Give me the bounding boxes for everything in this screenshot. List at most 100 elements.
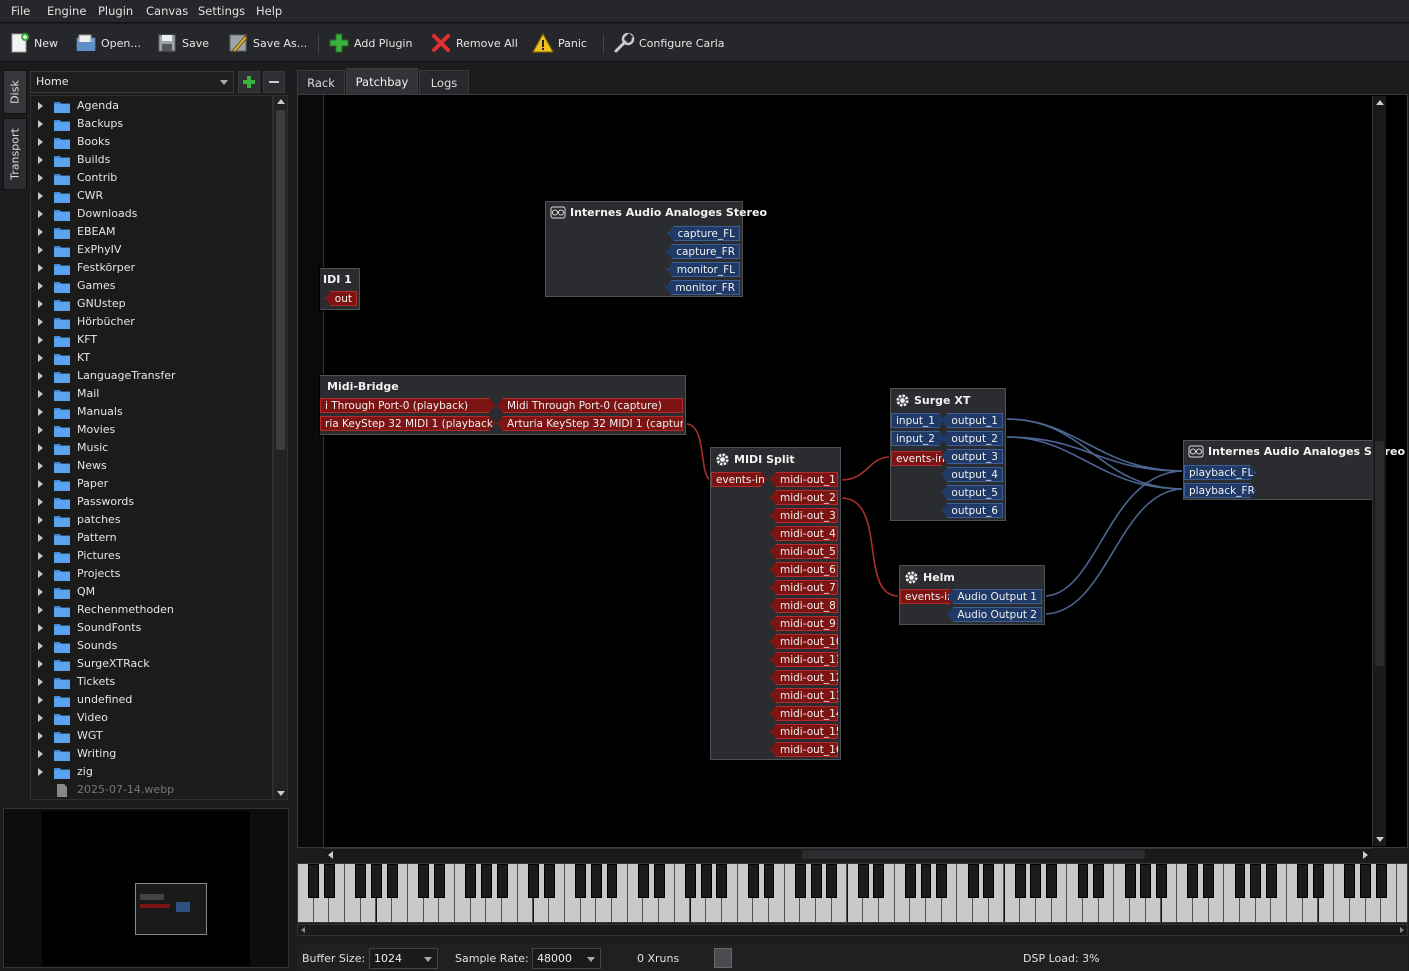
- expand-arrow-icon[interactable]: [38, 678, 43, 686]
- port-playback-fl[interactable]: playback_FL: [1184, 465, 1256, 480]
- expand-arrow-icon[interactable]: [38, 750, 43, 758]
- port-split-out[interactable]: midi-out_16: [770, 742, 838, 757]
- scroll-thumb[interactable]: [1375, 441, 1384, 666]
- port-split-out[interactable]: midi-out_11: [770, 652, 838, 667]
- folder-item[interactable]: LanguageTransfer: [31, 367, 272, 385]
- folder-item[interactable]: Books: [31, 133, 272, 151]
- expand-arrow-icon[interactable]: [38, 552, 43, 560]
- port-helm-out-1[interactable]: Audio Output 1: [947, 589, 1042, 604]
- expand-arrow-icon[interactable]: [38, 696, 43, 704]
- location-combo[interactable]: Home: [30, 71, 234, 93]
- surge-xt-node[interactable]: Surge XT input_1 input_2 events-in outpu…: [890, 388, 1006, 521]
- expand-arrow-icon[interactable]: [38, 570, 43, 578]
- expand-arrow-icon[interactable]: [38, 480, 43, 488]
- expand-arrow-icon[interactable]: [38, 534, 43, 542]
- port-surge-out[interactable]: output_2: [941, 431, 1003, 446]
- helm-node[interactable]: Helm events-in Audio Output 1 Audio Outp…: [899, 565, 1045, 625]
- black-key[interactable]: [1030, 864, 1042, 898]
- folder-item[interactable]: Pictures: [31, 547, 272, 565]
- expand-arrow-icon[interactable]: [38, 174, 43, 182]
- folder-item[interactable]: Downloads: [31, 205, 272, 223]
- playback-node[interactable]: Internes Audio Analoges Stereo playback_…: [1183, 440, 1405, 500]
- expand-arrow-icon[interactable]: [38, 354, 43, 362]
- black-key[interactable]: [1077, 864, 1089, 898]
- capture-node[interactable]: Internes Audio Analoges Stereo capture_F…: [545, 201, 767, 297]
- port-surge-input-2[interactable]: input_2: [891, 431, 945, 446]
- port-split-out[interactable]: midi-out_7: [770, 580, 838, 595]
- black-key[interactable]: [1203, 864, 1215, 898]
- port-surge-input-1[interactable]: input_1: [891, 413, 945, 428]
- tab-patchbay[interactable]: Patchbay: [346, 68, 418, 94]
- minimap-viewport[interactable]: [135, 883, 207, 935]
- black-key[interactable]: [433, 864, 445, 898]
- scroll-up-icon[interactable]: [1376, 100, 1384, 105]
- black-key[interactable]: [355, 864, 367, 898]
- folder-item[interactable]: SurgeXTRack: [31, 655, 272, 673]
- scroll-left-icon[interactable]: [301, 927, 305, 933]
- expand-arrow-icon[interactable]: [38, 300, 43, 308]
- folder-item[interactable]: Paper: [31, 475, 272, 493]
- new-button[interactable]: New: [8, 30, 58, 56]
- black-key[interactable]: [1360, 864, 1372, 898]
- port-bridge-out-1[interactable]: Midi Through Port-0 (capture): [497, 398, 683, 413]
- expand-arrow-icon[interactable]: [38, 444, 43, 452]
- port-playback-fr[interactable]: playback_FR: [1184, 483, 1256, 498]
- black-key[interactable]: [653, 864, 665, 898]
- port-surge-out[interactable]: output_1: [941, 413, 1003, 428]
- menu-engine[interactable]: Engine: [47, 4, 87, 18]
- scroll-right-icon[interactable]: [1400, 927, 1404, 933]
- expand-arrow-icon[interactable]: [38, 228, 43, 236]
- black-key[interactable]: [747, 864, 759, 898]
- black-key[interactable]: [543, 864, 555, 898]
- black-key[interactable]: [496, 864, 508, 898]
- expand-arrow-icon[interactable]: [38, 426, 43, 434]
- scroll-thumb[interactable]: [276, 110, 285, 450]
- black-key[interactable]: [1234, 864, 1246, 898]
- port-monitor-fl[interactable]: monitor_FL: [666, 262, 740, 277]
- expand-arrow-icon[interactable]: [38, 264, 43, 272]
- folder-item[interactable]: Writing: [31, 745, 272, 763]
- scroll-down-icon[interactable]: [1376, 837, 1384, 842]
- patchbay-minimap[interactable]: [3, 808, 289, 968]
- black-key[interactable]: [716, 864, 728, 898]
- scroll-left-icon[interactable]: [328, 851, 333, 859]
- folder-item[interactable]: GNUstep: [31, 295, 272, 313]
- canvas-vertical-scrollbar[interactable]: [1372, 96, 1386, 846]
- patchbay-canvas[interactable]: Internes Audio Analoges Stereo capture_F…: [297, 94, 1408, 848]
- tab-logs[interactable]: Logs: [419, 70, 469, 94]
- expand-arrow-icon[interactable]: [38, 462, 43, 470]
- folder-item[interactable]: Builds: [31, 151, 272, 169]
- expand-arrow-icon[interactable]: [38, 246, 43, 254]
- folder-item[interactable]: Tickets: [31, 673, 272, 691]
- folder-item[interactable]: undefined: [31, 691, 272, 709]
- folder-item[interactable]: patches: [31, 511, 272, 529]
- buffer-size-combo[interactable]: 1024: [369, 948, 438, 969]
- port-surge-out[interactable]: output_6: [941, 503, 1003, 518]
- folder-item[interactable]: CWR: [31, 187, 272, 205]
- black-key[interactable]: [606, 864, 618, 898]
- folder-item[interactable]: SoundFonts: [31, 619, 272, 637]
- piano-keyboard[interactable]: [297, 863, 1408, 923]
- black-key[interactable]: [528, 864, 539, 898]
- tree-scrollbar[interactable]: [273, 95, 288, 800]
- black-key[interactable]: [1187, 864, 1199, 898]
- folder-item[interactable]: Contrib: [31, 169, 272, 187]
- port-split-out[interactable]: midi-out_12: [770, 670, 838, 685]
- folder-item[interactable]: EBEAM: [31, 223, 272, 241]
- black-key[interactable]: [480, 864, 492, 898]
- folder-item[interactable]: Festkörper: [31, 259, 272, 277]
- port-helm-events-in[interactable]: events-in: [900, 589, 956, 604]
- black-key[interactable]: [323, 864, 335, 898]
- black-key[interactable]: [1124, 864, 1136, 898]
- menu-canvas[interactable]: Canvas: [146, 4, 189, 18]
- expand-arrow-icon[interactable]: [38, 282, 43, 290]
- folder-item[interactable]: Agenda: [31, 97, 272, 115]
- black-key[interactable]: [873, 864, 885, 898]
- folder-item[interactable]: KT: [31, 349, 272, 367]
- port-split-out[interactable]: midi-out_14: [770, 706, 838, 721]
- black-key[interactable]: [371, 864, 382, 898]
- folder-item[interactable]: Rechenmethoden: [31, 601, 272, 619]
- midi1-node[interactable]: IDI 1 out: [320, 268, 360, 310]
- scroll-up-icon[interactable]: [277, 99, 285, 104]
